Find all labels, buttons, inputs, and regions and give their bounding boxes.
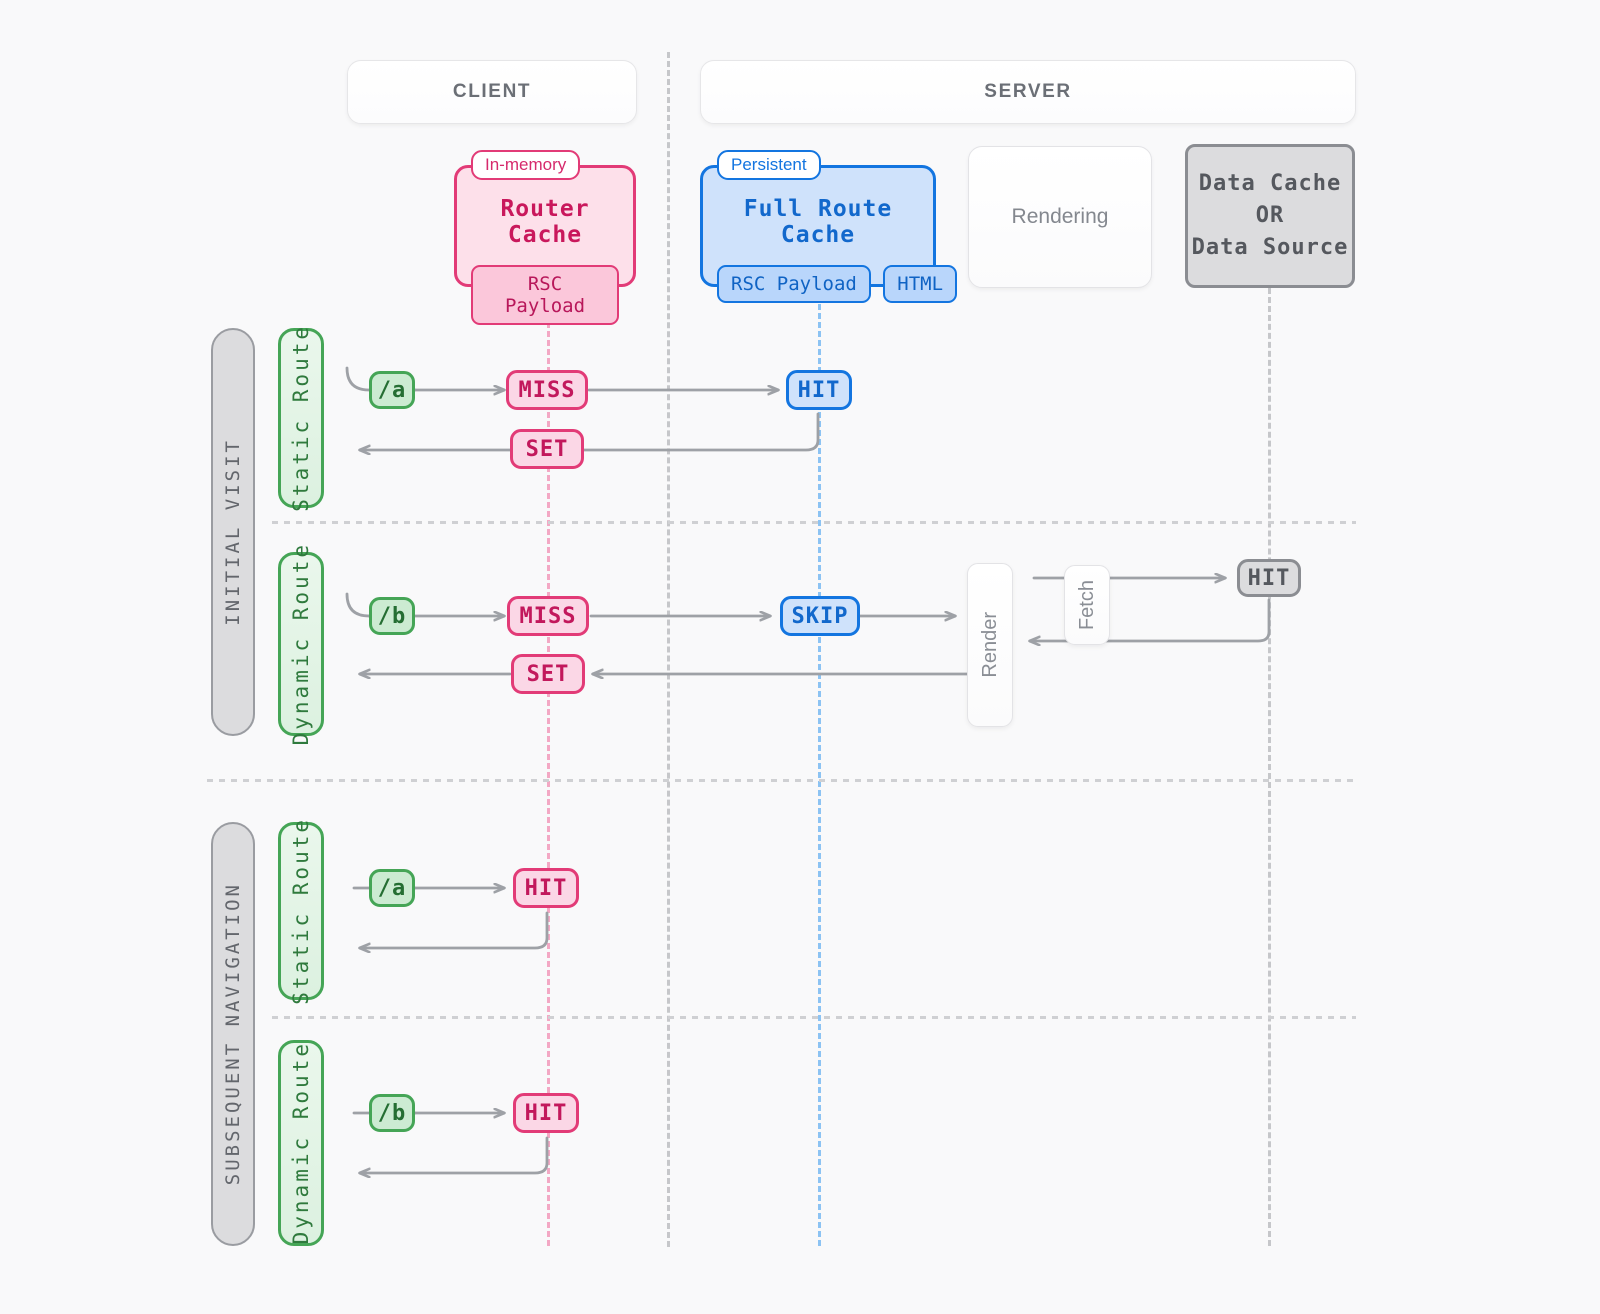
- request-pill-subsequent-dynamic[interactable]: /b: [369, 1094, 415, 1132]
- route-rail-subsequent-static-label: Static Route: [289, 817, 313, 1005]
- badge-subsequent-dynamic-router-cache-hit[interactable]: HIT: [513, 1093, 579, 1133]
- router-cache-chip-rsc-payload: RSC Payload: [471, 265, 619, 325]
- process-render-label: Render: [978, 612, 1001, 678]
- phase-rail-subsequent-navigation: SUBSEQUENT NAVIGATION: [211, 822, 255, 1246]
- full-route-cache-tag: Persistent: [717, 150, 821, 180]
- phase-rail-initial-visit-label: INITIAL VISIT: [222, 438, 244, 626]
- component-data-cache: Data Cache OR Data Source: [1185, 144, 1355, 288]
- rendering-label: Rendering: [1011, 205, 1109, 228]
- separator-initial-rows: [272, 521, 1356, 524]
- phase-rail-initial-visit: INITIAL VISIT: [211, 328, 255, 736]
- badge-initial-dynamic-router-cache-set[interactable]: SET: [511, 654, 585, 694]
- phase-rail-subsequent-navigation-label: SUBSEQUENT NAVIGATION: [222, 882, 244, 1186]
- route-rail-initial-dynamic: Dynamic Route: [278, 542, 324, 746]
- badge-initial-static-router-cache-miss[interactable]: MISS: [506, 370, 588, 410]
- route-rail-initial-static: Static Route: [278, 324, 324, 512]
- lifeline-data-cache: [1268, 288, 1271, 1246]
- router-cache-tag: In-memory: [471, 150, 581, 180]
- process-box-fetch: Fetch: [1064, 565, 1110, 645]
- request-pill-initial-dynamic[interactable]: /b: [369, 597, 415, 635]
- data-cache-line-1: Data Cache: [1198, 171, 1342, 197]
- route-rail-subsequent-static: Static Route: [278, 817, 324, 1005]
- component-rendering: Rendering: [968, 146, 1152, 288]
- route-rail-subsequent-dynamic-label: Dynamic Route: [289, 1041, 313, 1245]
- lane-header-client: CLIENT: [347, 60, 637, 124]
- separator-phases: [207, 779, 1356, 782]
- badge-initial-static-full-route-cache-hit[interactable]: HIT: [786, 370, 852, 410]
- lifeline-client-server-divider: [667, 52, 670, 1247]
- lifeline-router-cache: [547, 286, 550, 1246]
- process-fetch-label: Fetch: [1075, 579, 1098, 631]
- badge-initial-dynamic-router-cache-miss[interactable]: MISS: [507, 596, 589, 636]
- component-full-route-cache: Persistent Full Route Cache RSC Payload …: [700, 150, 958, 303]
- router-cache-title: Router Cache: [500, 196, 590, 248]
- full-route-cache-title: Full Route Cache: [743, 196, 893, 248]
- request-pill-subsequent-static[interactable]: /a: [369, 869, 415, 907]
- route-rail-initial-static-label: Static Route: [289, 324, 313, 512]
- badge-initial-static-router-cache-set[interactable]: SET: [510, 429, 584, 469]
- data-cache-line-3: Data Source: [1191, 234, 1349, 260]
- badge-initial-dynamic-data-cache-hit[interactable]: HIT: [1237, 559, 1301, 597]
- full-route-cache-chip-html: HTML: [883, 265, 958, 303]
- route-rail-subsequent-dynamic: Dynamic Route: [278, 1040, 324, 1246]
- request-pill-initial-static[interactable]: /a: [369, 371, 415, 409]
- component-router-cache: In-memory Router Cache RSC Payload: [454, 150, 636, 325]
- lane-header-server: SERVER: [700, 60, 1356, 124]
- process-box-render: Render: [967, 563, 1013, 727]
- badge-subsequent-static-router-cache-hit[interactable]: HIT: [513, 868, 579, 908]
- badge-initial-dynamic-full-route-cache-skip[interactable]: SKIP: [780, 596, 860, 636]
- full-route-cache-chip-rsc-payload: RSC Payload: [717, 265, 871, 303]
- lifeline-full-route-cache: [818, 286, 821, 1246]
- data-cache-line-2: OR: [1255, 203, 1285, 229]
- route-rail-initial-dynamic-label: Dynamic Route: [289, 542, 313, 746]
- lane-header-client-label: CLIENT: [452, 81, 532, 102]
- separator-subsequent-rows: [272, 1016, 1356, 1019]
- lane-header-server-label: SERVER: [984, 81, 1072, 102]
